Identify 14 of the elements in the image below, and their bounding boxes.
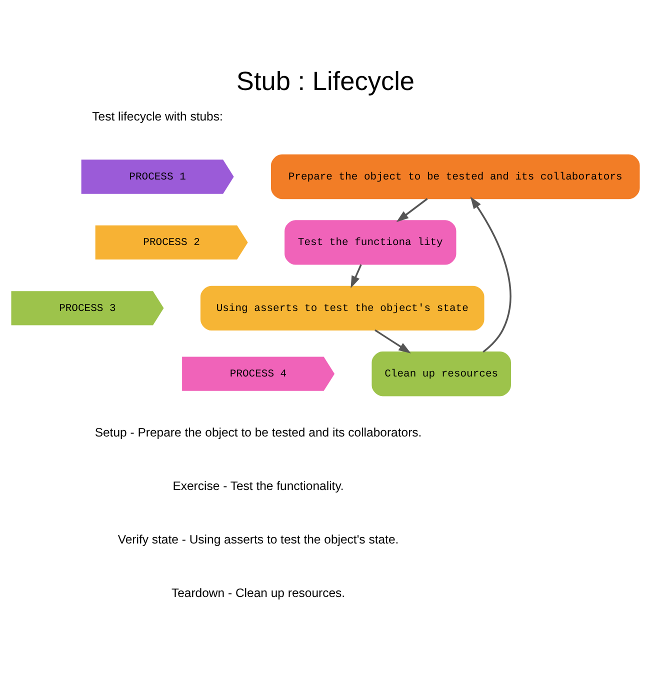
label: Test lifecycle with stubs: xyxy=(92,109,223,124)
node-box: Prepare the object to be tested and its collaborators xyxy=(270,154,640,200)
node-box: Test the functiona lity xyxy=(284,220,456,265)
arrow xyxy=(374,329,411,354)
arrow xyxy=(350,264,362,288)
label: Verify state - Using asserts to test the object's state. xyxy=(118,532,399,547)
label: Teardown - Clean up resources. xyxy=(171,586,346,600)
arrow xyxy=(470,196,512,353)
label: Exercise - Test the functionality. xyxy=(172,479,344,494)
label: Setup - Prepare the object to be tested and its collaborators. xyxy=(94,426,422,440)
diagram-title: Stub : Lifecycle xyxy=(236,66,415,96)
node-box: Clean up resources xyxy=(372,352,511,396)
node-box: Using asserts to test the object's state xyxy=(200,286,484,330)
arrow xyxy=(396,198,428,222)
